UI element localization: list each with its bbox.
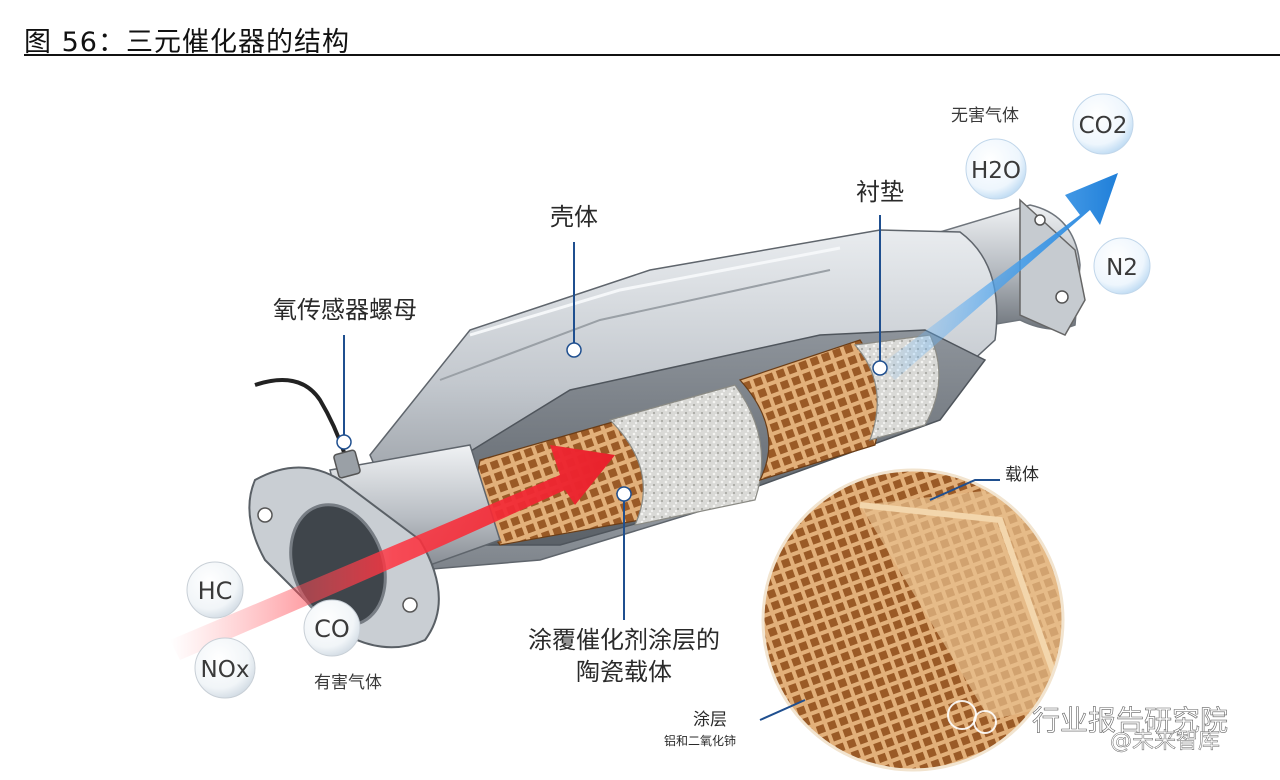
label-coating: 涂层 [693,710,727,730]
title-rule [24,54,1280,56]
figure-title: 图 56：三元催化器的结构 [24,27,350,58]
label-shell: 壳体 [550,203,598,231]
gas-hc: HC [198,577,233,605]
outlet-flow-arrow [880,173,1118,380]
watermark-text: 行业报告研究院 [1032,704,1228,737]
label-carrier-line2: 陶瓷载体 [576,658,672,686]
label-harmless-gases: 无害气体 [951,106,1019,126]
callouts [336,215,1000,721]
converter-body [248,198,1086,649]
label-liner: 衬垫 [856,178,904,206]
label-carrier-line1: 涂覆催化剂涂层的 [528,626,720,654]
honeycomb-detail [761,468,1065,772]
gas-co2: CO2 [1079,113,1128,139]
watermark: 行业报告研究院 @未来智库 [947,700,1228,754]
gas-n2: N2 [1106,255,1138,281]
label-substrate: 载体 [1005,465,1039,485]
inlet-flow-arrow [170,445,615,660]
harmless-gases: 无害气体 CO2 H2O N2 [951,93,1151,295]
gas-nox: NOx [201,657,250,683]
gas-co: CO [314,615,350,643]
gas-h2o: H2O [971,158,1021,184]
label-coating-material: 铝和二氧化铈 [664,733,736,748]
watermark-subtext: @未来智库 [1110,729,1220,754]
label-harmful-gases: 有害气体 [314,673,382,693]
label-o2-sensor-nut: 氧传感器螺母 [273,296,417,324]
harmful-gases: HC CO NOx 有害气体 [186,561,382,699]
